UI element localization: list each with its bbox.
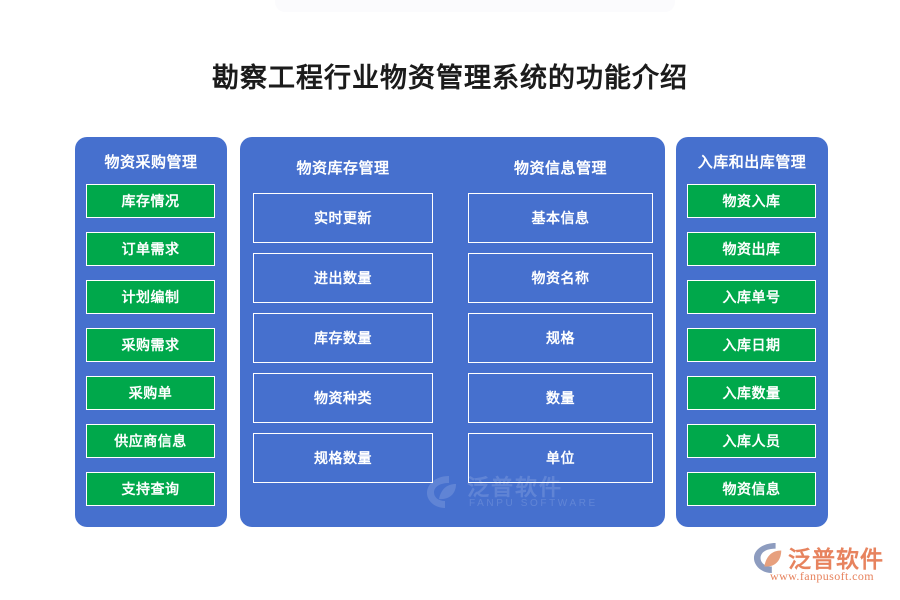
- info-item-material-name[interactable]: 物资名称: [468, 253, 653, 303]
- inventory-item-realtime-update[interactable]: 实时更新: [253, 193, 433, 243]
- top-decorative-band: [275, 0, 675, 12]
- panel-title-purchase: 物资采购管理: [104, 154, 198, 171]
- inout-item-list: 物资入库 物资出库 入库单号 入库日期 入库数量 入库人员 物资信息: [687, 184, 816, 520]
- purchase-item-list: 库存情况 订单需求 计划编制 采购需求 采购单 供应商信息 支持查询: [86, 184, 215, 520]
- purchase-item-order-demand[interactable]: 订单需求: [86, 232, 215, 266]
- purchase-item-plan-preparation[interactable]: 计划编制: [86, 280, 215, 314]
- info-item-basic-info[interactable]: 基本信息: [468, 193, 653, 243]
- brand-logo: 泛普软件 www.fanpusoft.com: [752, 540, 892, 590]
- info-item-unit[interactable]: 单位: [468, 433, 653, 483]
- inventory-item-spec-quantity[interactable]: 规格数量: [253, 433, 433, 483]
- inout-item-material-inbound[interactable]: 物资入库: [687, 184, 816, 218]
- info-item-list: 基本信息 物资名称 规格 数量 单位: [468, 193, 653, 493]
- brand-name: 泛普软件: [788, 546, 884, 572]
- inout-item-material-info[interactable]: 物资信息: [687, 472, 816, 506]
- panel-purchase-management: 物资采购管理 库存情况 订单需求 计划编制 采购需求 采购单 供应商信息 支持查…: [75, 137, 227, 527]
- inventory-item-list: 实时更新 进出数量 库存数量 物资种类 规格数量: [253, 193, 433, 493]
- inout-item-inbound-date[interactable]: 入库日期: [687, 328, 816, 362]
- inventory-item-stock-quantity[interactable]: 库存数量: [253, 313, 433, 363]
- page-title: 勘察工程行业物资管理系统的功能介绍: [212, 63, 688, 93]
- inventory-item-in-out-quantity[interactable]: 进出数量: [253, 253, 433, 303]
- fanpu-logo-icon: [753, 542, 782, 574]
- inout-item-material-outbound[interactable]: 物资出库: [687, 232, 816, 266]
- panel-title-inout: 入库和出库管理: [697, 154, 807, 171]
- info-item-quantity[interactable]: 数量: [468, 373, 653, 423]
- info-item-specification[interactable]: 规格: [468, 313, 653, 363]
- panel-inbound-outbound-management: 入库和出库管理 物资入库 物资出库 入库单号 入库日期 入库数量 入库人员 物资…: [676, 137, 828, 527]
- purchase-item-support-query[interactable]: 支持查询: [86, 472, 215, 506]
- brand-url: www.fanpusoft.com: [770, 569, 875, 583]
- inout-item-inbound-quantity[interactable]: 入库数量: [687, 376, 816, 410]
- purchase-item-supplier-info[interactable]: 供应商信息: [86, 424, 215, 458]
- panel-title-info: 物资信息管理: [513, 160, 607, 177]
- panel-inventory-and-info: 物资库存管理 物资信息管理 实时更新 进出数量 库存数量 物资种类 规格数量 基…: [240, 137, 665, 527]
- inout-item-inbound-staff[interactable]: 入库人员: [687, 424, 816, 458]
- inout-item-inbound-number[interactable]: 入库单号: [687, 280, 816, 314]
- purchase-item-purchase-order[interactable]: 采购单: [86, 376, 215, 410]
- inventory-item-material-type[interactable]: 物资种类: [253, 373, 433, 423]
- panel-title-inventory: 物资库存管理: [296, 160, 390, 177]
- purchase-item-purchase-demand[interactable]: 采购需求: [86, 328, 215, 362]
- purchase-item-inventory-status[interactable]: 库存情况: [86, 184, 215, 218]
